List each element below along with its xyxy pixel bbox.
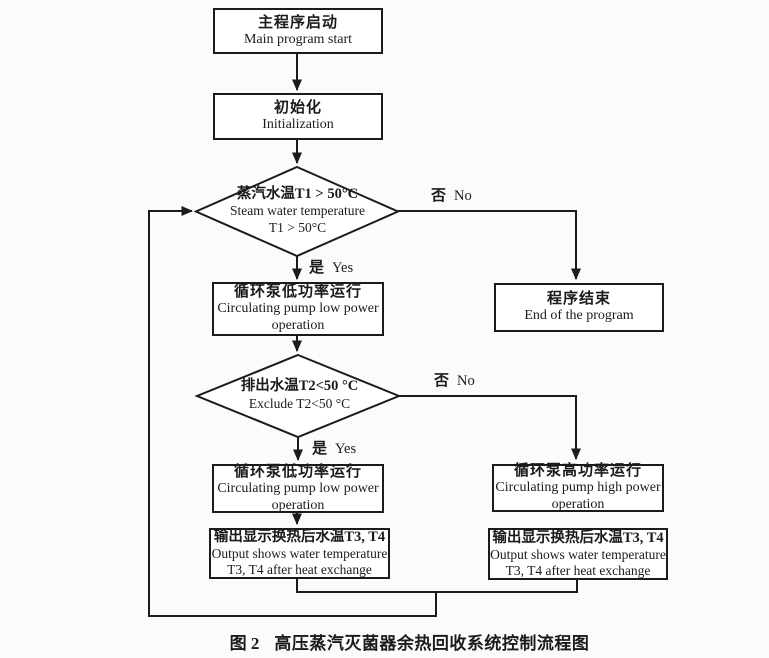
node-pump-low-2-label-en1: Circulating pump low power bbox=[217, 480, 379, 496]
node-pump-high-label-en1: Circulating pump high power bbox=[495, 480, 661, 496]
node-end-program-label-zh: 程序结束 bbox=[546, 291, 611, 308]
edge-label-no-1-zh: 否 bbox=[431, 188, 447, 204]
figure-caption-title: 高压蒸汽灭菌器余热回收系统控制流程图 bbox=[274, 634, 590, 653]
decision-steam-text: 蒸汽水温T1 > 50°C Steam water temperature T1… bbox=[200, 182, 395, 240]
edge-label-yes-1-zh: 是 bbox=[309, 260, 325, 276]
node-output-right-label-en1: Output shows water temperature bbox=[490, 546, 666, 562]
figure-caption-label: 图 2 bbox=[229, 634, 260, 653]
node-pump-low-2-label-en2: operation bbox=[271, 497, 325, 513]
decision-exhaust-shape bbox=[194, 353, 402, 439]
edge-loopback-to-decision-steam bbox=[148, 206, 437, 617]
figure-caption: 图 2 高压蒸汽灭菌器余热回收系统控制流程图 bbox=[230, 629, 590, 654]
node-pump-low-1: 循环泵低功率运行 Circulating pump low power oper… bbox=[212, 282, 384, 336]
edge-label-no-2-en: No bbox=[457, 373, 475, 389]
decision-steam-shape bbox=[193, 165, 401, 258]
decision-steam-label-zh: 蒸汽水温T1 > 50°C bbox=[236, 185, 359, 202]
edge-label-no-2-zh: 否 bbox=[434, 373, 450, 389]
decision-steam-label-en2: T1 > 50°C bbox=[268, 219, 327, 235]
edge-label-yes-2-zh: 是 bbox=[312, 441, 328, 457]
node-pump-low-1-label-en1: Circulating pump low power bbox=[217, 301, 379, 317]
edge-label-no-2: 否 No bbox=[434, 369, 475, 390]
decision-exhaust-label-zh: 排出水温T2<50 °C bbox=[240, 378, 359, 395]
edge-label-no-1-en: No bbox=[454, 188, 472, 204]
edge-outputs-join bbox=[296, 578, 578, 593]
node-output-left-label-en2: T3, T4 after heat exchange bbox=[227, 562, 372, 578]
node-output-left-label-en1: Output shows water temperature bbox=[211, 546, 388, 562]
edge-label-yes-1: 是 Yes bbox=[309, 256, 353, 277]
node-output-right-label-en2: T3, T4 after heat exchange bbox=[505, 562, 651, 578]
node-start-label-zh: 主程序启动 bbox=[257, 14, 338, 31]
node-start: 主程序启动 Main program start bbox=[213, 8, 383, 54]
node-pump-low-1-label-zh: 循环泵低功率运行 bbox=[233, 284, 362, 301]
node-output-left: 输出显示换热后水温T3, T4 Output shows water tempe… bbox=[209, 528, 390, 579]
node-output-right-label-zh: 输出显示换热后水温T3, T4 bbox=[492, 529, 664, 546]
node-pump-high: 循环泵高功率运行 Circulating pump high power ope… bbox=[492, 463, 664, 512]
edge-decision-steam-no bbox=[398, 210, 581, 280]
edge-label-yes-2-en: Yes bbox=[335, 441, 357, 457]
edge-label-no-1: 否 No bbox=[431, 184, 472, 205]
node-end-program-label-en: End of the program bbox=[524, 308, 634, 324]
node-end-program: 程序结束 End of the program bbox=[494, 283, 664, 332]
node-output-right: 输出显示换热后水温T3, T4 Output shows water tempe… bbox=[488, 528, 668, 580]
node-pump-low-1-label-en2: operation bbox=[271, 318, 325, 333]
edge-decision-exhaust-no bbox=[399, 395, 581, 460]
decision-steam-label-en1: Steam water temperature bbox=[230, 203, 365, 219]
node-start-label-en: Main program start bbox=[243, 31, 353, 47]
node-output-left-label-zh: 输出显示换热后水温T3, T4 bbox=[213, 529, 386, 546]
node-pump-low-2: 循环泵低功率运行 Circulating pump low power oper… bbox=[212, 464, 384, 513]
edge-label-yes-1-en: Yes bbox=[332, 260, 354, 276]
decision-exhaust-label-en: Exclude T2<50 °C bbox=[248, 396, 351, 412]
node-pump-high-label-zh: 循环泵高功率运行 bbox=[513, 463, 642, 480]
decision-exhaust-text: 排出水温T2<50 °C Exclude T2<50 °C bbox=[202, 373, 397, 418]
node-pump-high-label-en2: operation bbox=[551, 497, 605, 512]
node-pump-low-2-label-zh: 循环泵低功率运行 bbox=[233, 463, 362, 480]
node-init-label-zh: 初始化 bbox=[273, 100, 322, 117]
node-init-label-en: Initialization bbox=[262, 117, 334, 133]
edge-label-yes-2: 是 Yes bbox=[312, 437, 356, 458]
node-init: 初始化 Initialization bbox=[213, 93, 383, 140]
